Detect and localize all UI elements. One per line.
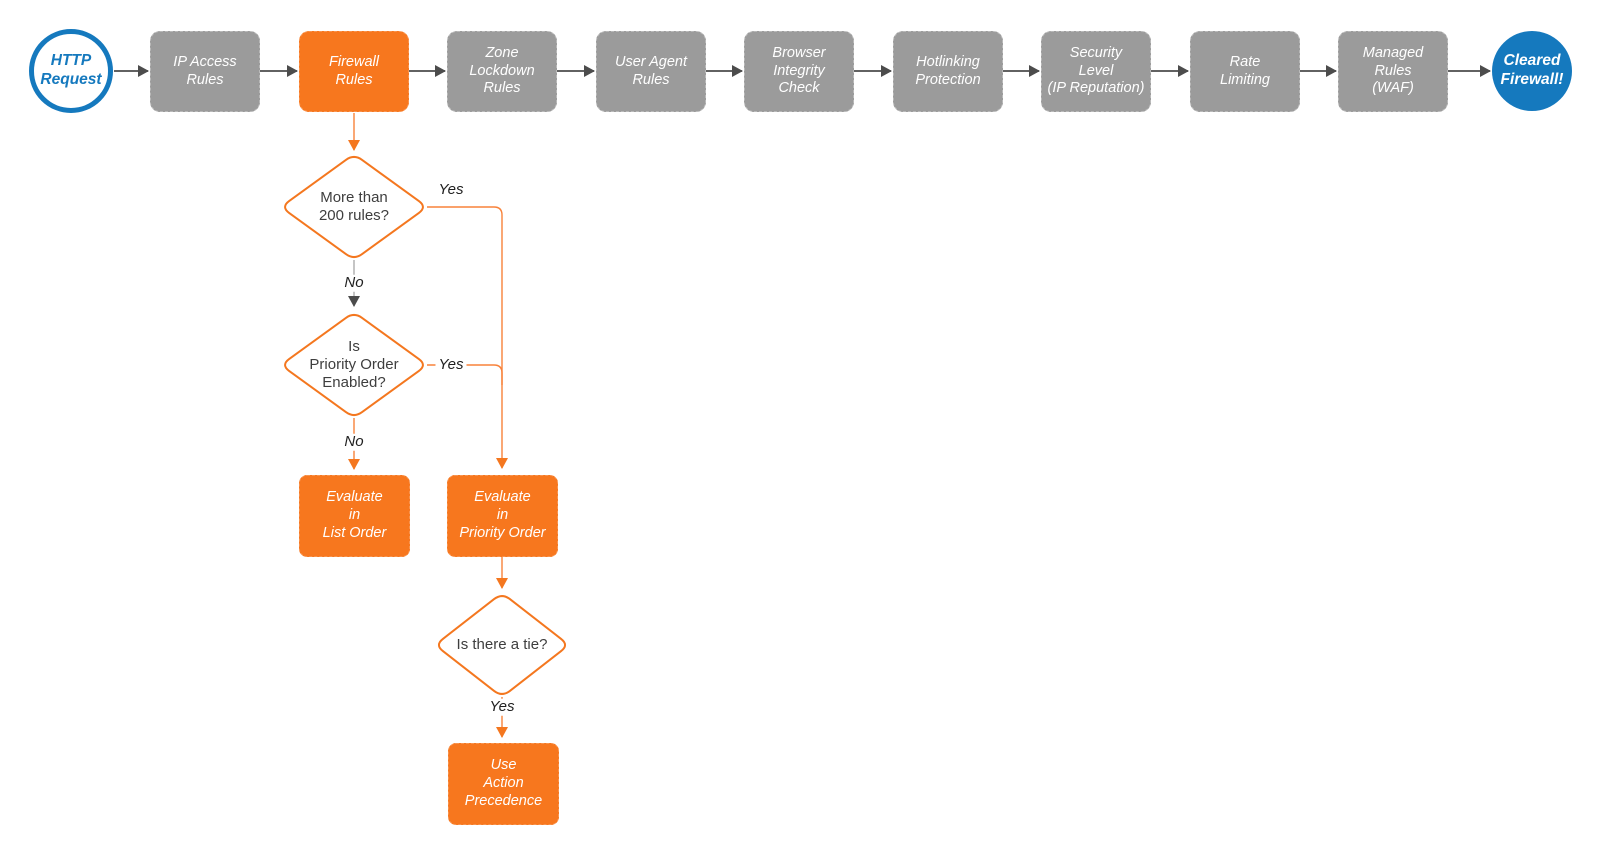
action-label: Use Action Precedence [464, 757, 543, 809]
end-node-cleared-firewall: Cleared Firewall! [1492, 31, 1572, 111]
start-node-label: HTTP Request [40, 52, 102, 88]
stage-browser-integrity-check: Browser Integrity Check [744, 31, 854, 112]
arrow-decision2-yes-merge [427, 364, 503, 385]
stage-label: Hotlinking Protection [915, 53, 981, 88]
edge-label-yes-decision3: Yes [486, 698, 518, 716]
stage-user-agent-rules: User Agent Rules [596, 31, 706, 112]
stage-hotlinking-protection: Hotlinking Protection [893, 31, 1003, 112]
decision-priority-order-enabled-label: Is Priority Order Enabled? [284, 330, 424, 400]
edge-label-yes-decision1: Yes [435, 181, 467, 199]
decision-more-than-200-rules-label: More than 200 rules? [284, 172, 424, 242]
action-evaluate-in-priority-order: Evaluate in Priority Order [447, 475, 558, 557]
action-evaluate-in-list-order: Evaluate in List Order [299, 475, 410, 557]
start-node-http-request: HTTP Request [29, 29, 113, 113]
decision-more-than-200-rules-shape [284, 155, 424, 259]
stage-rate-limiting: Rate Limiting [1190, 31, 1300, 112]
stage-label: IP Access Rules [173, 53, 237, 88]
decision-text: Is Priority Order Enabled? [309, 337, 399, 392]
decision-text: Is there a tie? [456, 635, 548, 653]
decision-is-there-a-tie-shape [437, 595, 567, 695]
action-label: Evaluate in List Order [322, 489, 387, 541]
decision-priority-order-enabled-shape [284, 313, 424, 417]
action-use-action-precedence: Use Action Precedence [448, 743, 559, 825]
stage-label: Managed Rules (WAF) [1362, 44, 1424, 97]
end-node-label: Cleared Firewall! [1500, 52, 1564, 88]
arrow-decision1-yes-to-priority-order [427, 206, 508, 469]
stage-managed-rules-waf: Managed Rules (WAF) [1338, 31, 1448, 112]
stage-label: Browser Integrity Check [772, 44, 826, 97]
decision-is-there-a-tie-label: Is there a tie? [432, 610, 572, 680]
stage-label: Rate Limiting [1220, 53, 1270, 88]
decision-text: More than 200 rules? [318, 188, 390, 224]
action-label: Evaluate in Priority Order [459, 489, 546, 541]
edge-label-yes-decision2: Yes [435, 356, 467, 374]
stage-ip-access-rules: IP Access Rules [150, 31, 260, 112]
stage-security-level-ip-reputation: Security Level (IP Reputation) [1041, 31, 1151, 112]
stage-label: Security Level (IP Reputation) [1047, 44, 1145, 97]
stage-label: Zone Lockdown Rules [469, 44, 535, 97]
stage-zone-lockdown-rules: Zone Lockdown Rules [447, 31, 557, 112]
stage-firewall-rules: Firewall Rules [299, 31, 409, 112]
edge-label-no-decision1: No [341, 274, 367, 292]
edge-label-no-decision2: No [341, 433, 367, 451]
stage-label: Firewall Rules [329, 53, 379, 88]
stage-label: User Agent Rules [615, 53, 687, 88]
